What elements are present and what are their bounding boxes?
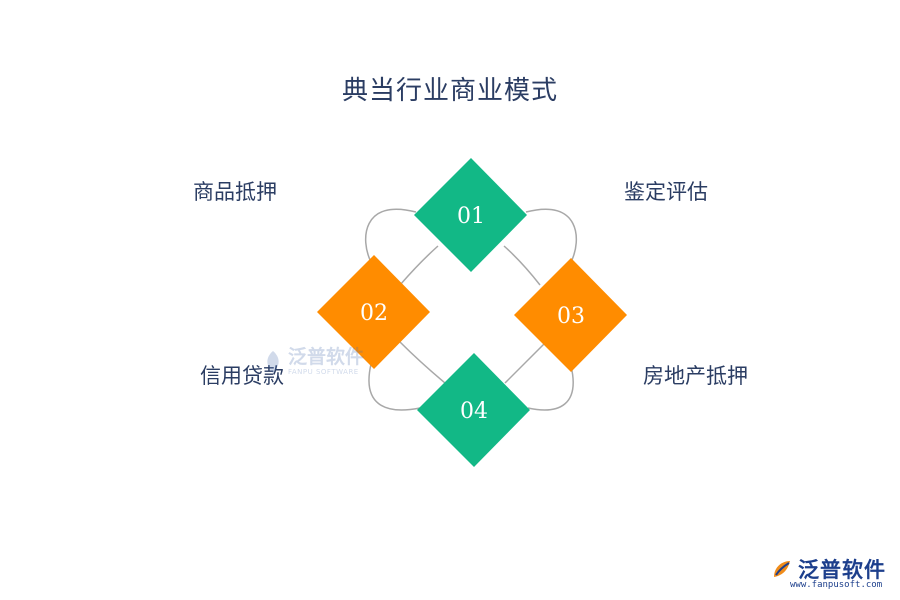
node-03-label: 鉴定评估 bbox=[624, 180, 708, 204]
fanpu-logo-icon bbox=[267, 351, 279, 373]
brand-logo-icon bbox=[774, 561, 790, 577]
node-04-number: 04 bbox=[460, 399, 488, 424]
node-02-number: 02 bbox=[360, 301, 388, 326]
connector-outer-01-02 bbox=[365, 208, 417, 263]
connector-outer-03-04 bbox=[527, 365, 574, 411]
brand-name: 泛普软件 bbox=[798, 558, 886, 582]
brand-logo: 泛普软件 bbox=[770, 554, 886, 584]
node-04-diamond bbox=[417, 353, 530, 467]
brand-url: www.fanpusoft.com bbox=[790, 580, 883, 590]
connector-inner-02-04 bbox=[399, 341, 446, 384]
connector-inner-01-02 bbox=[399, 245, 439, 286]
diagram-title: 典当行业商业模式 bbox=[341, 76, 558, 106]
node-02-diamond bbox=[317, 255, 430, 369]
watermark-subtitle: FANPU SOFTWARE bbox=[288, 368, 359, 376]
node-01-label: 商品抵押 bbox=[193, 180, 277, 204]
node-02-label: 信用贷款 bbox=[200, 364, 284, 388]
connector-inner-01-03 bbox=[503, 245, 541, 286]
connector-outer-01-03 bbox=[525, 208, 577, 263]
node-03-diamond bbox=[514, 258, 627, 372]
node-01-number: 01 bbox=[457, 204, 485, 229]
watermark-name: 泛普软件 bbox=[288, 346, 365, 368]
connector-inner-03-04 bbox=[504, 343, 545, 384]
connector-outer-02-04 bbox=[368, 363, 421, 411]
node-04-label: 房地产抵押 bbox=[643, 364, 748, 388]
watermark: 泛普软件 FANPU SOFTWARE bbox=[262, 348, 364, 376]
node-03-number: 03 bbox=[557, 304, 585, 329]
node-01-diamond bbox=[414, 158, 527, 272]
